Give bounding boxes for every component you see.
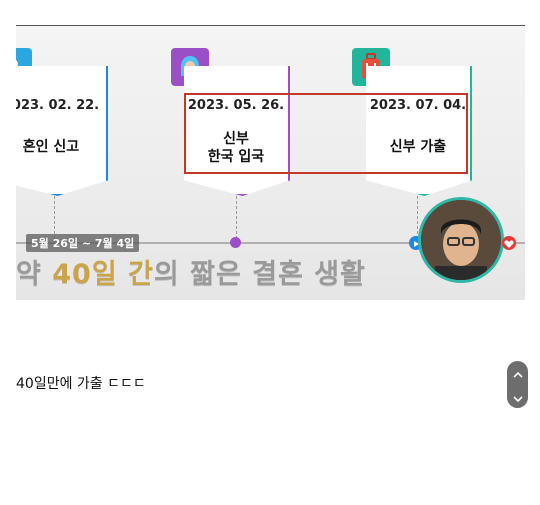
timeline-connector (54, 196, 55, 244)
top-divider (16, 25, 525, 26)
card-event-line2: 한국 입국 (207, 149, 265, 165)
card-date: 2023. 07. 04. (369, 98, 467, 113)
timeline-connector (417, 196, 418, 244)
post-caption: 40일만에 가출 ㄷㄷㄷ (16, 376, 146, 392)
timeline-line (16, 242, 525, 244)
chevron-down-icon[interactable] (512, 388, 523, 407)
highlight-box (184, 93, 468, 174)
video-thumbnail[interactable]: 2023. 02. 22. 혼인 신고 2023. 05. 26. 신부 한국 … (16, 26, 525, 300)
timeline-card-arrival: 2023. 05. 26. 신부 한국 입국 (184, 66, 290, 196)
card-date: 2023. 05. 26. (187, 98, 285, 113)
thumbnail-headline: 약 40일 간의 짧은 결혼 생활 (16, 252, 366, 291)
card-date: 2023. 02. 22. (16, 98, 100, 113)
host-avatar (418, 197, 504, 283)
card-event: 혼인 신고 (22, 139, 80, 155)
timeline-dot (230, 237, 241, 248)
card-event-line1: 신부 (223, 131, 249, 147)
headline-suffix: 의 짧은 결혼 생활 (153, 259, 366, 290)
headline-highlight: 40일 간 (52, 259, 154, 290)
card-event: 신부 가출 (389, 139, 447, 155)
heart-icon (502, 236, 516, 250)
chevron-up-icon[interactable] (512, 363, 523, 382)
date-range-label: 5월 26일 ~ 7월 4일 (26, 234, 140, 252)
headline-prefix: 약 (16, 259, 53, 290)
scroll-control[interactable] (507, 361, 528, 408)
timeline-connector (236, 196, 237, 244)
timeline-card-marriage: 2023. 02. 22. 혼인 신고 (16, 66, 108, 196)
